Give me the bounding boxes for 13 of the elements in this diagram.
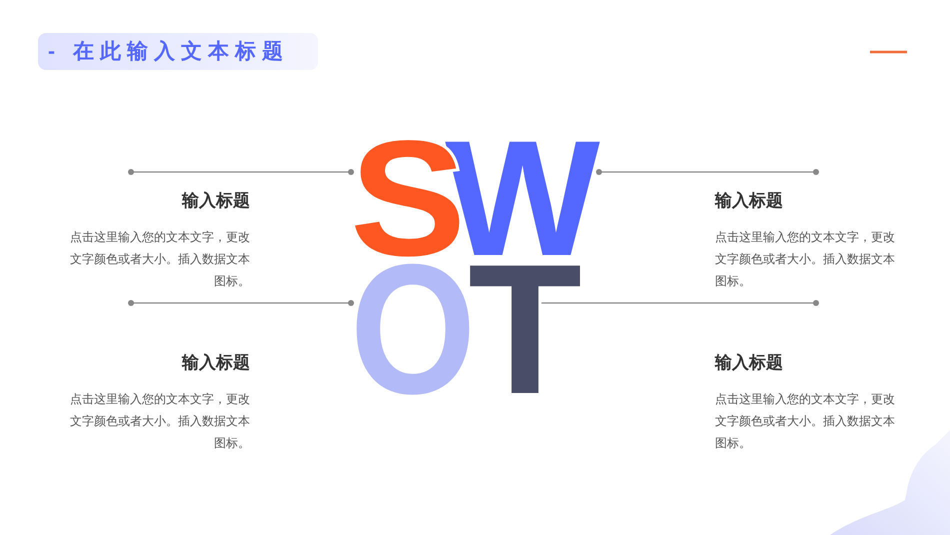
block-description: 点击这里输入您的文本文字，更改文字颜色或者大小。插入数据文本图标。 <box>715 229 896 290</box>
connector-line <box>596 169 819 175</box>
block-heading: 输入标题 <box>715 190 784 212</box>
connector-line <box>128 300 354 306</box>
block-description: 点击这里输入您的文本文字，更改文字颜色或者大小。插入数据文本图标。 <box>715 391 896 452</box>
block-heading: 输入标题 <box>180 352 250 374</box>
swot-letter: T <box>468 258 582 393</box>
block-description: 点击这里输入您的文本文字，更改文字颜色或者大小。插入数据文本图标。 <box>69 391 250 452</box>
block-description: 点击这里输入您的文本文字，更改文字颜色或者大小。插入数据文本图标。 <box>69 229 250 290</box>
title-banner: - 在此输入文本标题 <box>38 33 318 70</box>
block-heading: 输入标题 <box>180 190 250 212</box>
block-heading: 输入标题 <box>715 352 784 374</box>
connector-line <box>128 169 354 175</box>
